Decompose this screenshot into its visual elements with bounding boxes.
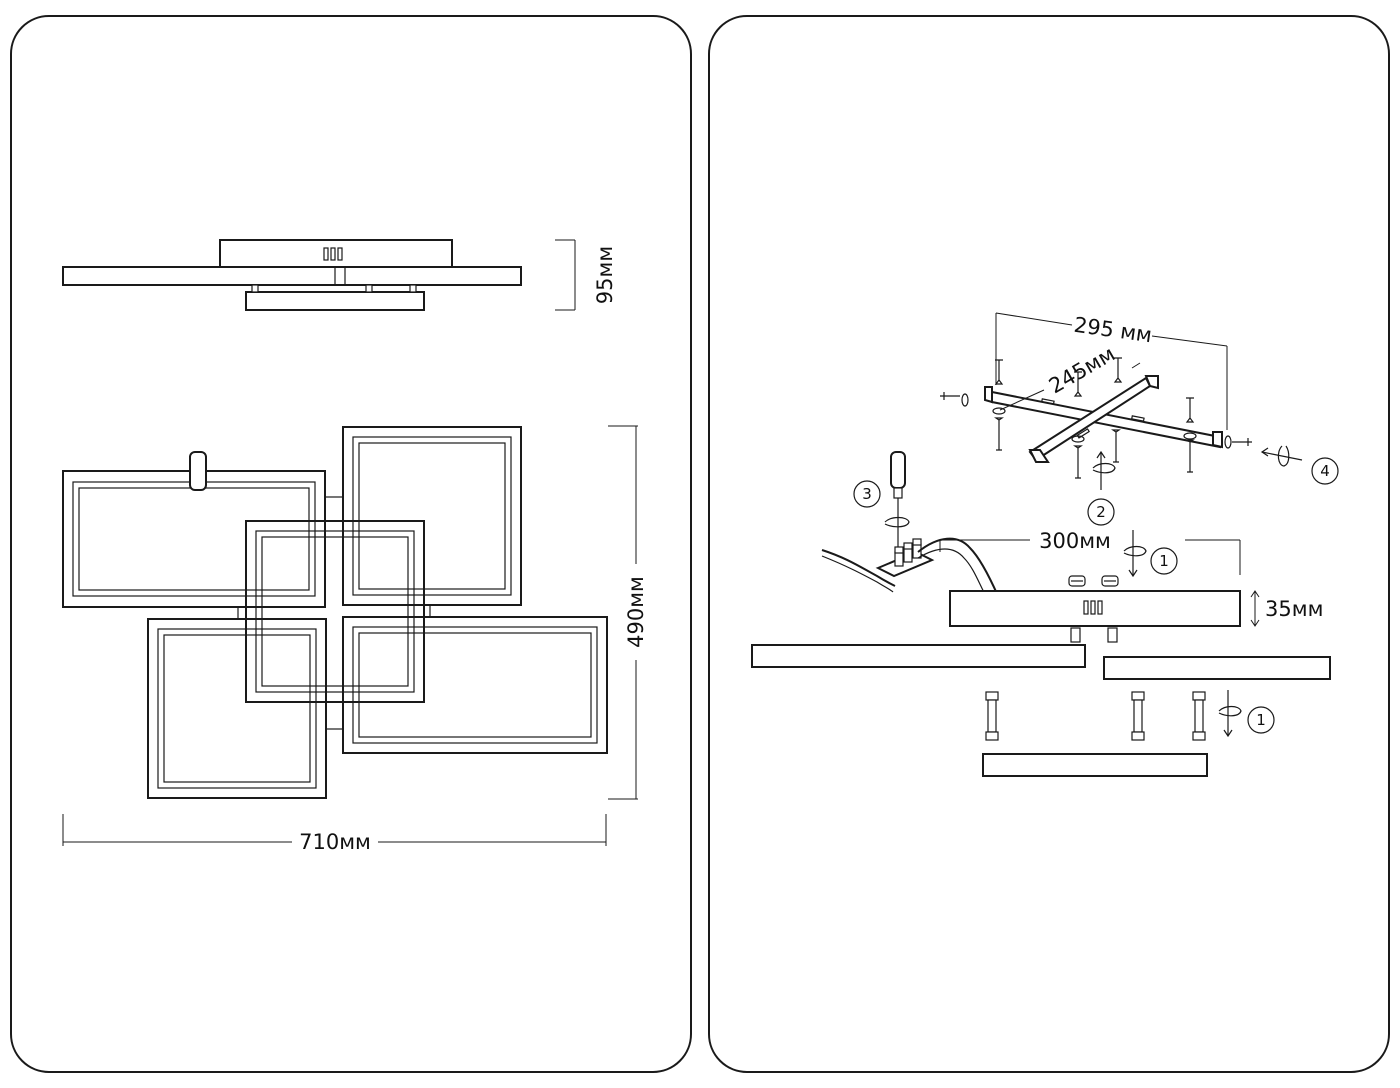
connector-left [1070, 627, 1081, 643]
width-front-label: 710мм [299, 830, 371, 854]
step-1-bottom-badge [1247, 706, 1275, 734]
frame-top-left [62, 470, 326, 608]
frame-bottom-right [342, 616, 608, 754]
fasteners [1068, 575, 1119, 587]
side-lower-frame [245, 291, 425, 311]
rotate-arrow-step-4 [1260, 445, 1303, 467]
step-4-number: 4 [1320, 462, 1330, 480]
frame-bottom-left [147, 618, 327, 799]
panel-bar-left [751, 644, 1086, 668]
side-frame-bar [62, 266, 522, 286]
connector-right [1107, 627, 1118, 643]
mounting-bracket [984, 375, 1223, 463]
bracket-dimension-lines [995, 312, 1228, 430]
left-panel [10, 15, 692, 1073]
panel-bar-bottom [982, 753, 1208, 777]
screw-set [940, 357, 1252, 479]
step-2-number: 2 [1096, 503, 1106, 521]
rotate-arrow-step-2 [1092, 450, 1116, 490]
screwdriver-icon [189, 451, 910, 548]
terminal-block [875, 538, 935, 578]
step-4-badge [1311, 457, 1339, 485]
bracket-length-label: 295 мм [1072, 313, 1153, 348]
canopy-outline [237, 496, 431, 730]
rotate-arrow-step-1-bottom [1218, 690, 1242, 738]
step-1-top-badge [1150, 547, 1178, 575]
right-panel [708, 15, 1390, 1073]
bracket-cross-label: 245мм [1045, 342, 1119, 399]
step-1-bottom-number: 1 [1256, 711, 1266, 729]
canopy-length-label: 300мм [1039, 529, 1111, 553]
side-canopy [219, 239, 453, 269]
step-1-top-number: 1 [1159, 552, 1169, 570]
height-front-label: 490мм [624, 576, 648, 648]
side-view [62, 239, 576, 311]
power-wires [821, 537, 999, 597]
step-3-badge [853, 480, 881, 508]
step-2-badge [1087, 498, 1115, 526]
canopy-height-label: 35мм [1265, 597, 1323, 621]
frame-top-right [342, 426, 522, 606]
frame-center [245, 520, 425, 703]
step-3-number: 3 [862, 485, 872, 503]
height-side-label: 95мм [593, 246, 617, 304]
rotate-arrow-step-1-top [1123, 530, 1147, 578]
spacer-posts [985, 691, 1206, 741]
front-view [62, 425, 638, 846]
panel-bar-right [1103, 656, 1331, 680]
